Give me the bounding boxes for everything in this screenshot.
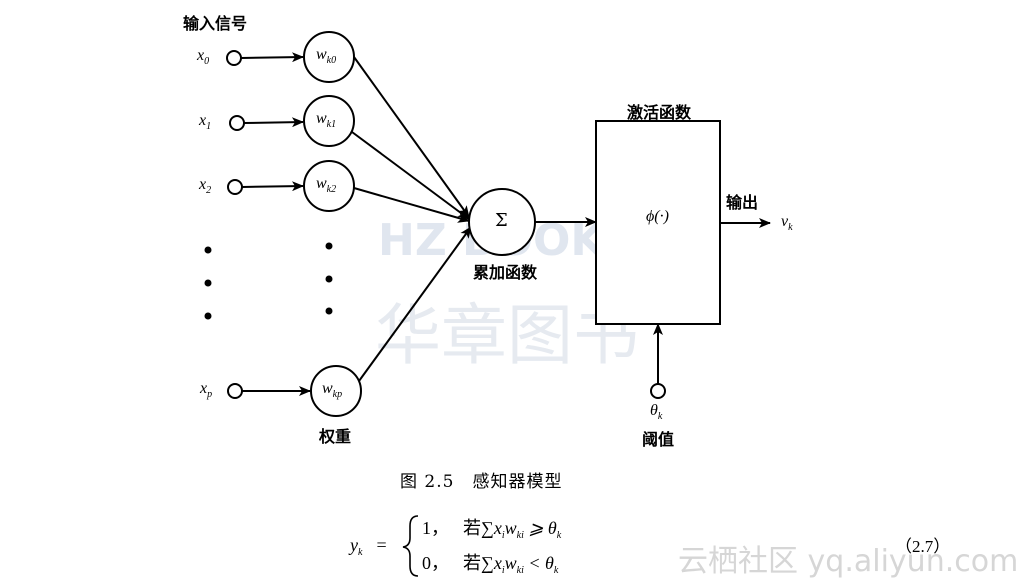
input-label-0: x0: [197, 47, 210, 67]
weight-node-1: [303, 95, 355, 147]
threshold-var: θk: [650, 402, 663, 422]
weight-node-p: [310, 365, 362, 417]
input-node-2: [227, 179, 243, 195]
arrow-input-1: [243, 117, 304, 128]
arrow-input-0: [240, 52, 304, 63]
output-label: 输出: [726, 193, 759, 212]
weight-label-1: wk1: [316, 110, 337, 130]
weight-label-0: wk0: [316, 46, 337, 66]
weight-label-p: wkp: [322, 380, 343, 400]
dot-left-3: [204, 312, 212, 320]
weights-label: 权重: [319, 427, 352, 446]
equation-number: （2.7）: [895, 537, 951, 556]
sum-label: 累加函数: [473, 263, 538, 282]
dot-left-2: [204, 279, 212, 287]
dot-right-2: [325, 275, 333, 283]
activation-box: [595, 120, 721, 325]
input-label-1: x1: [199, 112, 212, 132]
arrow-weight-2: [353, 187, 470, 223]
input-label-2: x2: [199, 176, 212, 196]
threshold-label: 阈值: [642, 430, 675, 449]
output-var: vk: [781, 213, 793, 233]
activation-symbol: ϕ(·): [646, 208, 669, 225]
arrow-weight-0: [353, 56, 470, 218]
dot-right-1: [325, 242, 333, 250]
figure-caption: 图 2.5 感知器模型: [400, 472, 563, 492]
input-node-p: [227, 383, 243, 399]
input-label-p: xp: [200, 380, 213, 400]
weight-node-2: [303, 160, 355, 212]
input-node-1: [229, 115, 245, 131]
weight-label-2: wk2: [316, 175, 337, 195]
arrow-input-2: [241, 181, 304, 192]
arrow-weight-1: [351, 131, 470, 220]
equation-lhs: yk=: [350, 535, 387, 558]
equation-case-2: 0，若∑xiwki < θk: [422, 553, 559, 576]
input-node-0: [226, 50, 242, 66]
activation-title: 激活函数: [627, 103, 692, 122]
sum-symbol: Σ: [495, 210, 508, 231]
arrow-weight-p: [358, 226, 472, 382]
equation-case-1: 1，若∑xiwki ⩾ θk: [422, 518, 562, 541]
dot-right-3: [325, 307, 333, 315]
threshold-node: [650, 383, 666, 399]
equation-brace: [402, 515, 419, 577]
inputs-title: 输入信号: [183, 14, 248, 33]
dot-left-1: [204, 246, 212, 254]
watermark-site: 云栖社区 yq.aliyun.com: [678, 544, 1019, 579]
